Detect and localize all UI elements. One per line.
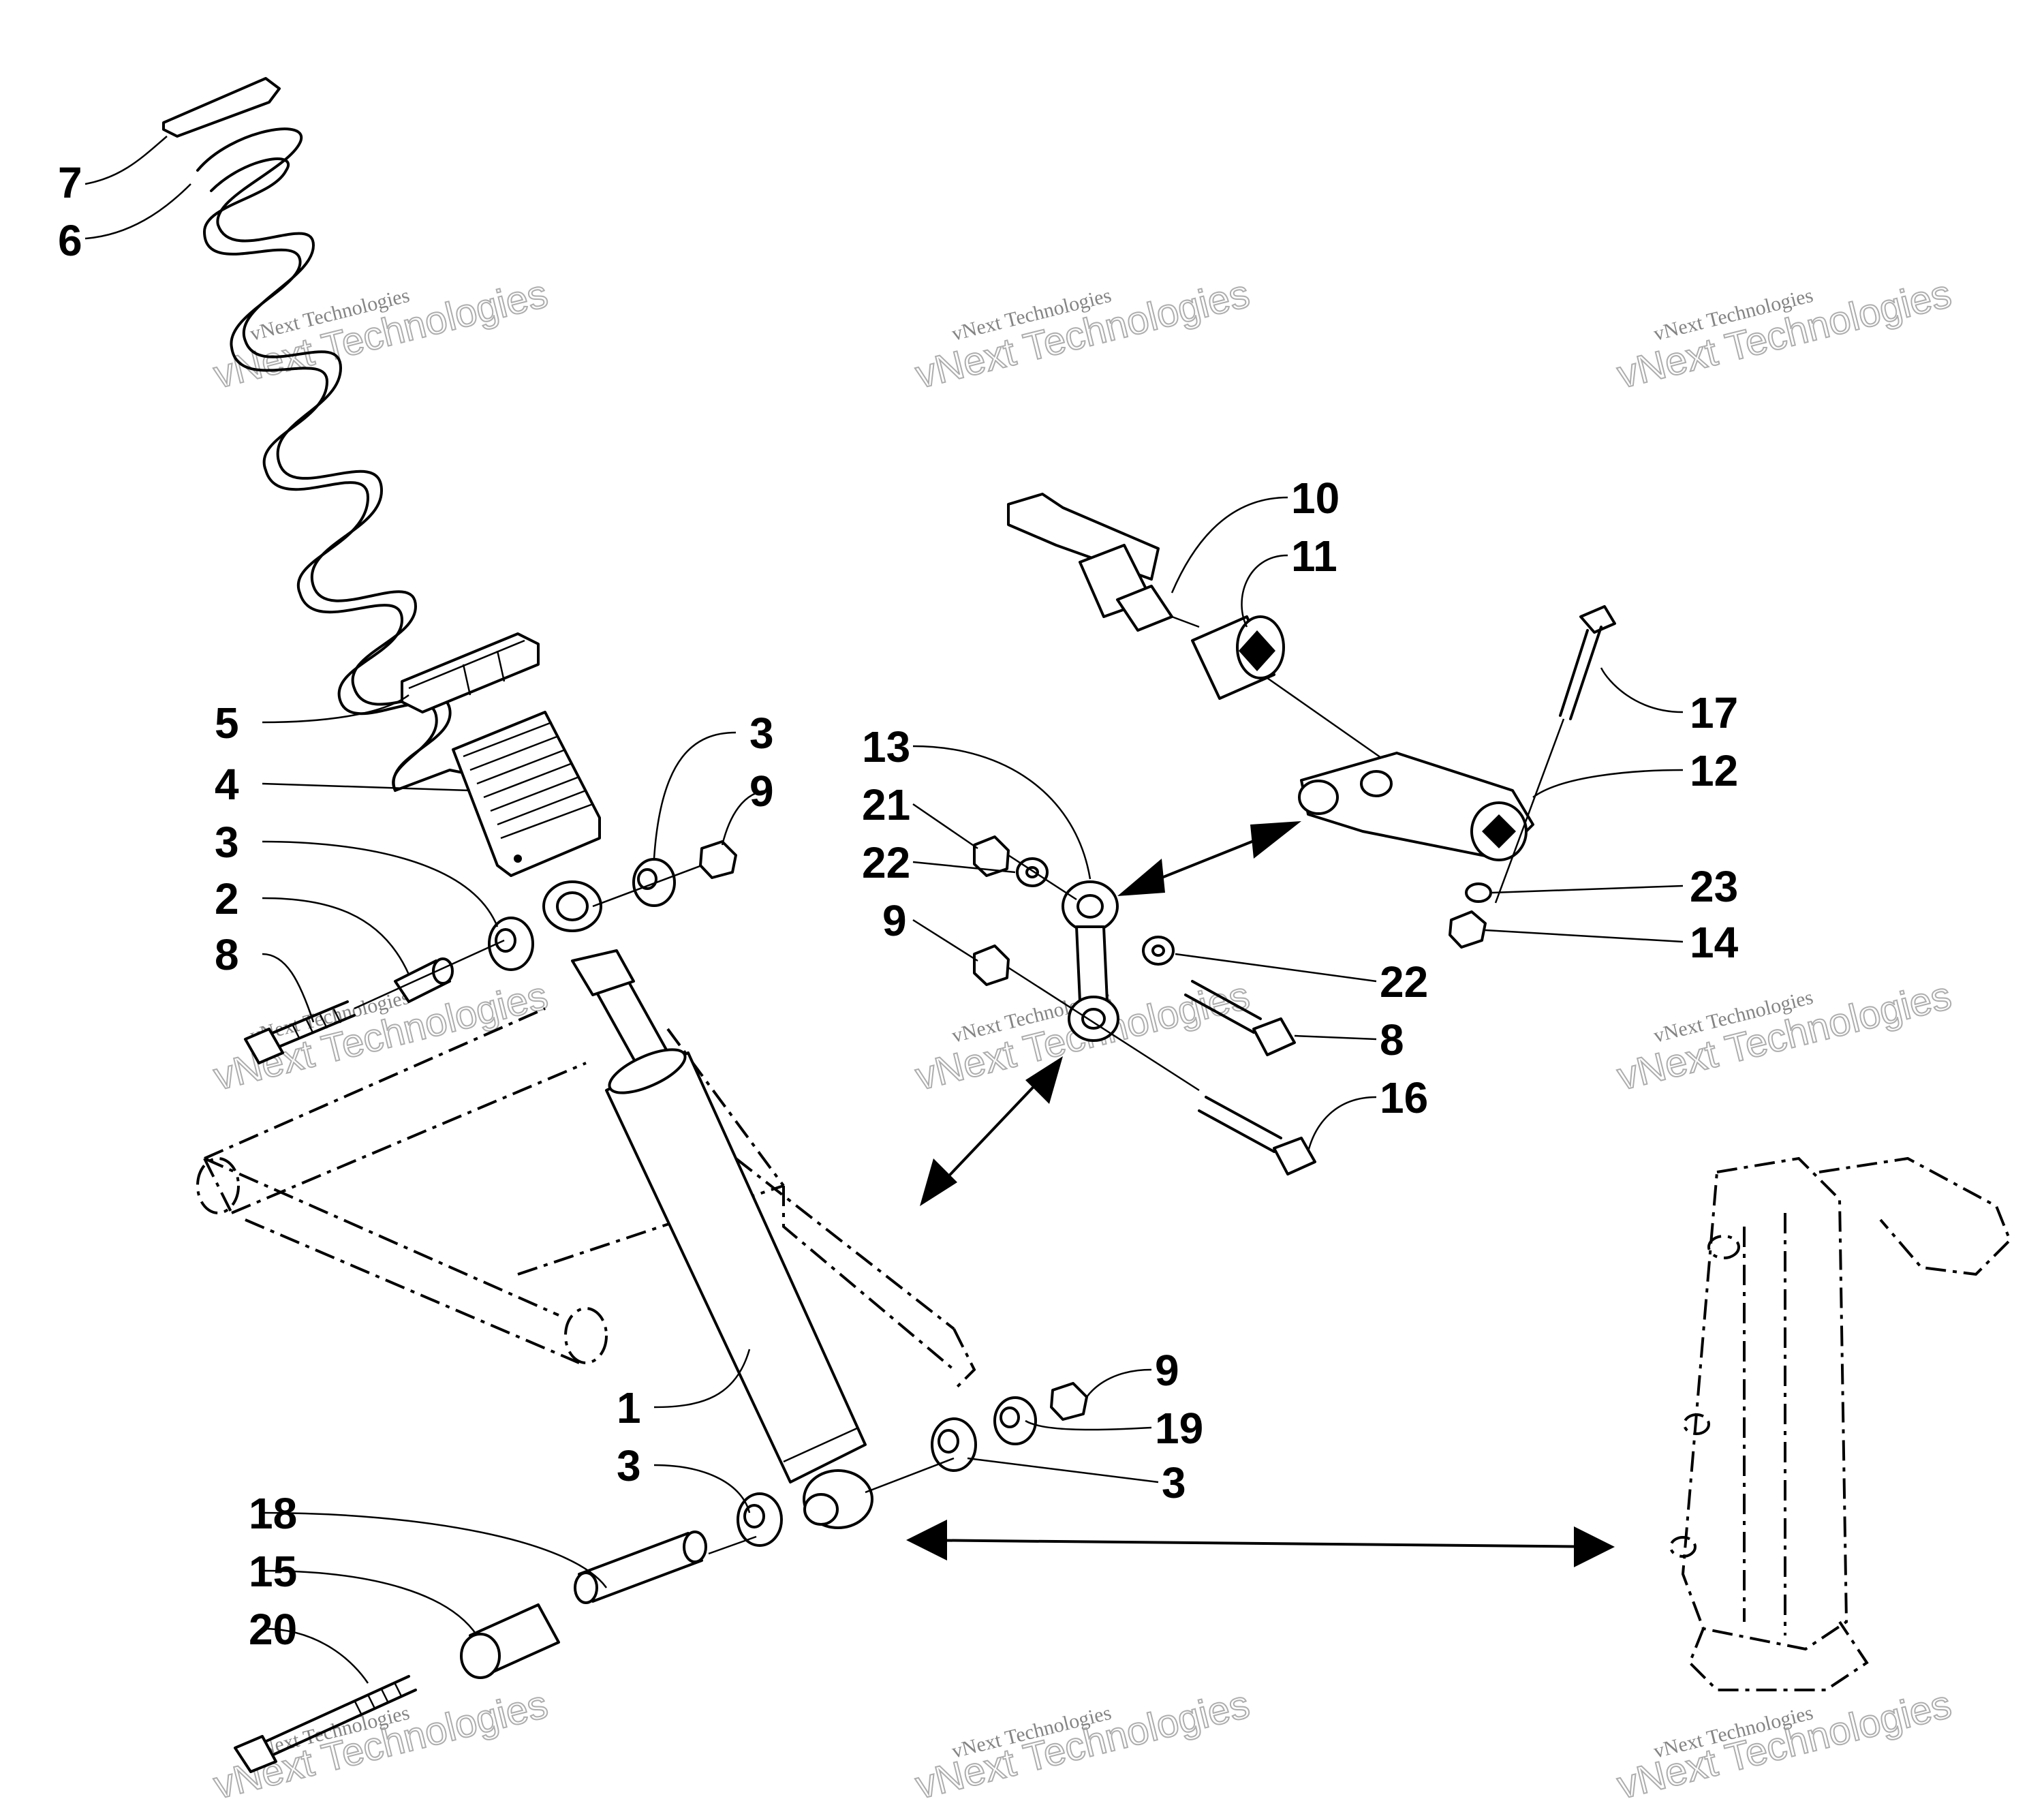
callout-22: 22	[1380, 957, 1428, 1006]
bushing-19	[993, 1396, 1037, 1445]
axis-line	[865, 1457, 955, 1494]
callout-7: 7	[58, 158, 82, 207]
nut-9-lower	[1050, 1382, 1088, 1421]
callout-13: 13	[862, 722, 910, 771]
washer-23	[1465, 882, 1492, 903]
callout-11: 11	[1291, 532, 1337, 581]
nut-14	[1449, 910, 1487, 949]
bushing-15	[460, 1603, 560, 1679]
callout-18: 18	[249, 1489, 297, 1538]
axis-line	[354, 939, 505, 1010]
callout-9: 9	[1155, 1346, 1179, 1395]
bushing-3-upper-left	[488, 917, 534, 971]
spindle-phantom	[1669, 1156, 2012, 1691]
callout-14: 14	[1690, 918, 1739, 967]
callout-1: 1	[617, 1383, 641, 1432]
callout-labels: 7 6 5 4 3 2 8 3 9 10 11 17 12 13 21 22 9…	[58, 158, 1739, 1654]
callout-8: 8	[215, 930, 239, 979]
callout-20: 20	[249, 1605, 297, 1654]
bolt-17	[1559, 605, 1616, 720]
callout-17: 17	[1690, 688, 1738, 737]
callout-22: 22	[862, 838, 910, 887]
shock-absorber	[542, 880, 873, 1529]
washer-22-right	[1142, 936, 1175, 966]
callout-3: 3	[215, 818, 239, 867]
sleeve-18	[574, 1531, 707, 1604]
spring-seat	[401, 632, 540, 713]
callout-4: 4	[215, 760, 239, 809]
nut-21	[973, 835, 1010, 877]
callout-16: 16	[1380, 1073, 1428, 1122]
torsion-arm-12	[1298, 752, 1534, 861]
axis-line	[1008, 966, 1200, 1092]
stabilizer-link	[1062, 880, 1119, 1042]
callout-5: 5	[215, 698, 239, 748]
callout-9: 9	[749, 767, 774, 816]
washer-22-left	[1016, 857, 1049, 887]
spring-retainer	[162, 77, 281, 138]
callout-21: 21	[862, 780, 910, 829]
axis-line	[1008, 854, 1077, 901]
callout-19: 19	[1155, 1404, 1203, 1453]
callout-8: 8	[1380, 1015, 1404, 1064]
adjuster-collar	[452, 711, 601, 877]
axis-line	[1171, 615, 1200, 628]
callout-9: 9	[882, 896, 907, 945]
callout-3: 3	[1162, 1458, 1186, 1507]
bolt-16	[1198, 1096, 1316, 1175]
assembly-arrows	[906, 821, 1615, 1567]
callout-2: 2	[215, 874, 239, 923]
bushing-11	[1191, 615, 1285, 700]
axis-line	[592, 864, 702, 908]
leader-lines	[84, 136, 1684, 1684]
axis-line	[708, 1535, 757, 1555]
callout-12: 12	[1690, 746, 1738, 795]
bolt-8-upper	[244, 1000, 356, 1064]
bushing-3-lower-right	[931, 1417, 977, 1472]
callout-10: 10	[1291, 474, 1340, 523]
bolt-20	[234, 1675, 417, 1773]
nut-9-upper	[699, 840, 737, 879]
callout-23: 23	[1690, 862, 1738, 911]
callout-6: 6	[58, 216, 82, 265]
callout-3: 3	[749, 709, 774, 758]
callout-15: 15	[249, 1547, 297, 1596]
nut-9-link	[973, 944, 1010, 986]
torsion-bar-end	[1007, 493, 1173, 632]
axis-line	[1494, 718, 1565, 904]
bolt-8-link	[1184, 980, 1296, 1056]
callout-3: 3	[617, 1441, 641, 1490]
